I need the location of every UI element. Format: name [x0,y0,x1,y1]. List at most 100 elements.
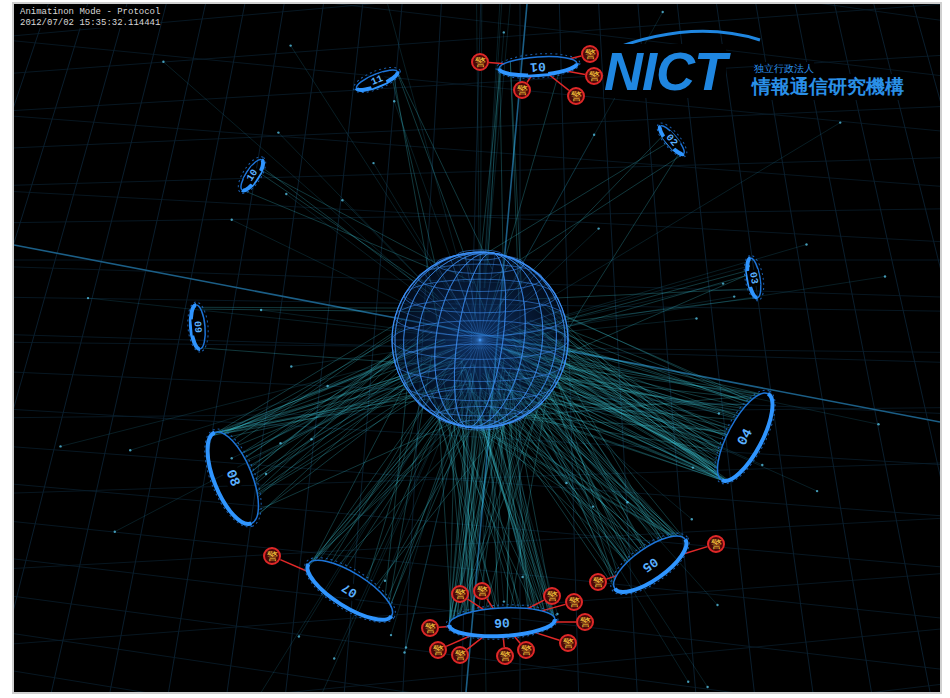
ring-line [354,66,399,94]
packet-dot [298,635,300,637]
grid-line [520,4,940,692]
traffic-line [398,72,493,269]
traffic-line [547,308,750,402]
ring-number: 02 [663,130,682,149]
traffic-line [484,4,505,274]
alert-symbol: 警 [571,91,582,102]
grid-line [14,150,940,260]
alert-badge: 警 [471,53,489,71]
sphere-spoke [393,340,480,355]
protocol-ring: 05 [601,522,698,606]
traffic-line [555,380,684,538]
traffic-line [386,4,464,283]
traffic-line [544,297,734,329]
traffic-line [115,369,424,531]
alert-badge: 警 [263,547,281,565]
grid-line [520,4,940,692]
protocol-ring: 10 [233,152,271,197]
protocol-ring: 08 [193,422,273,535]
protocol-ring: 04 [703,382,787,493]
packet-dot [695,317,697,319]
sphere-spoke [480,340,510,423]
packet-dot [592,505,594,507]
ring-arc [745,257,764,298]
ring-dashes [741,254,767,302]
sphere-spoke [480,340,537,407]
traffic-line [391,411,459,635]
grid-line [520,4,940,692]
packet-dot [556,613,558,615]
ring-arc [197,425,269,530]
packet-dot [722,282,724,284]
ring-arc [237,157,267,194]
traffic-line [529,350,878,424]
ring-number: 01 [528,58,549,74]
alert-badge: 警 [429,641,447,659]
alert-badge: 警 [496,647,514,665]
ring-arc [498,54,577,77]
traffic-line [334,408,449,659]
ring-dashes [495,51,580,81]
traffic-line [211,395,451,436]
packet-dot [706,686,708,688]
alert-symbol: 警 [500,651,511,662]
sphere-spoke [423,273,480,340]
packet-dot [503,31,505,33]
grid-line [14,4,940,380]
alert-badge: 警 [517,641,535,659]
logo-name: 情報通信研究機構 [752,74,904,100]
packet-dot [59,445,61,447]
alert-link [489,63,504,64]
protocol-ring: 06 [445,602,559,642]
ring-line [498,54,577,77]
sphere-longitude [384,241,577,439]
traffic-line [519,277,885,334]
mode-caption: Animatinon Mode - Protocol [20,7,160,17]
grid-line [520,4,940,692]
alert-symbol: 警 [455,650,466,661]
traffic-line [390,396,478,605]
alert-symbol: 警 [433,645,444,656]
packet-dot [662,11,664,13]
ring-dashes [186,301,210,353]
grid-line [14,4,940,380]
sphere-spoke [480,340,481,428]
traffic-line [548,284,723,325]
traffic-line [299,387,452,637]
grid-line [14,4,940,380]
alert-badge: 警 [451,585,469,603]
packet-dot [839,121,841,123]
panel-shadow [12,2,942,694]
grid-line [520,4,940,692]
packet-dot [503,600,505,602]
packet-dot [231,457,233,459]
alert-symbol: 警 [569,597,580,608]
packet-dot [231,219,233,221]
alert-badge: 警 [421,619,439,637]
alert-badge: 警 [565,593,583,611]
traffic-line [266,380,416,474]
sphere-spoke [480,283,547,340]
alert-symbol: 警 [593,577,604,588]
alert-badge: 警 [585,67,603,85]
packet-dot [372,162,374,164]
traffic-line [530,366,727,481]
alert-symbol: 警 [517,85,528,96]
traffic-line [485,4,507,263]
sphere-spoke [436,340,480,416]
packet-dot [333,657,335,659]
sphere-spoke [480,310,563,340]
traffic-line [308,391,453,568]
sphere-spoke [413,340,480,397]
traffic-line [492,407,522,577]
packet-dot [521,576,523,578]
packet-dot [692,466,694,468]
alert-link [468,599,484,610]
alert-link [467,636,484,649]
traffic-line [387,402,472,600]
sphere-spoke [397,340,480,370]
protocol-ring: 11 [350,62,403,97]
ring-arc [299,550,400,631]
packet-dot [114,531,116,533]
traffic-line [546,370,615,581]
